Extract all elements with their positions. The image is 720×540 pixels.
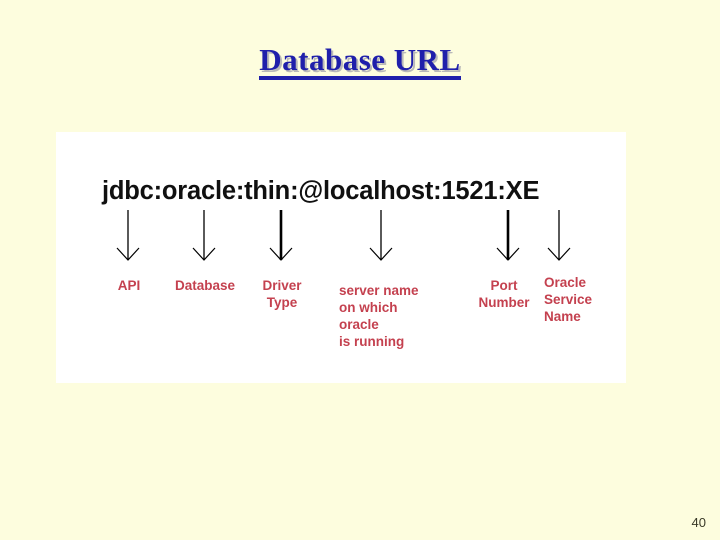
diagram-panel: jdbc:oracle:thin:@localhost:1521:XE API D… [56, 132, 626, 383]
arrow-server-name-icon [369, 210, 393, 261]
label-oracle-service: Oracle Service Name [544, 275, 593, 324]
label-port-number: Port Number [478, 278, 530, 310]
arrow-driver-type-icon [269, 210, 293, 261]
arrow-oracle-service-icon [547, 210, 571, 261]
arrow-port-number-icon [496, 210, 520, 261]
label-server-name: server name on which oracle is running [339, 283, 419, 349]
label-driver-type: Driver Type [262, 278, 302, 310]
page-title: Database URL [0, 44, 720, 80]
arrow-database-icon [192, 210, 216, 261]
page-title-text: Database URL [259, 44, 461, 80]
label-database: Database [174, 278, 236, 293]
jdbc-url-string: jdbc:oracle:thin:@localhost:1521:XE [102, 177, 540, 205]
arrow-api-icon [116, 210, 140, 261]
label-api: API [117, 278, 141, 293]
page-number: 40 [691, 515, 706, 530]
